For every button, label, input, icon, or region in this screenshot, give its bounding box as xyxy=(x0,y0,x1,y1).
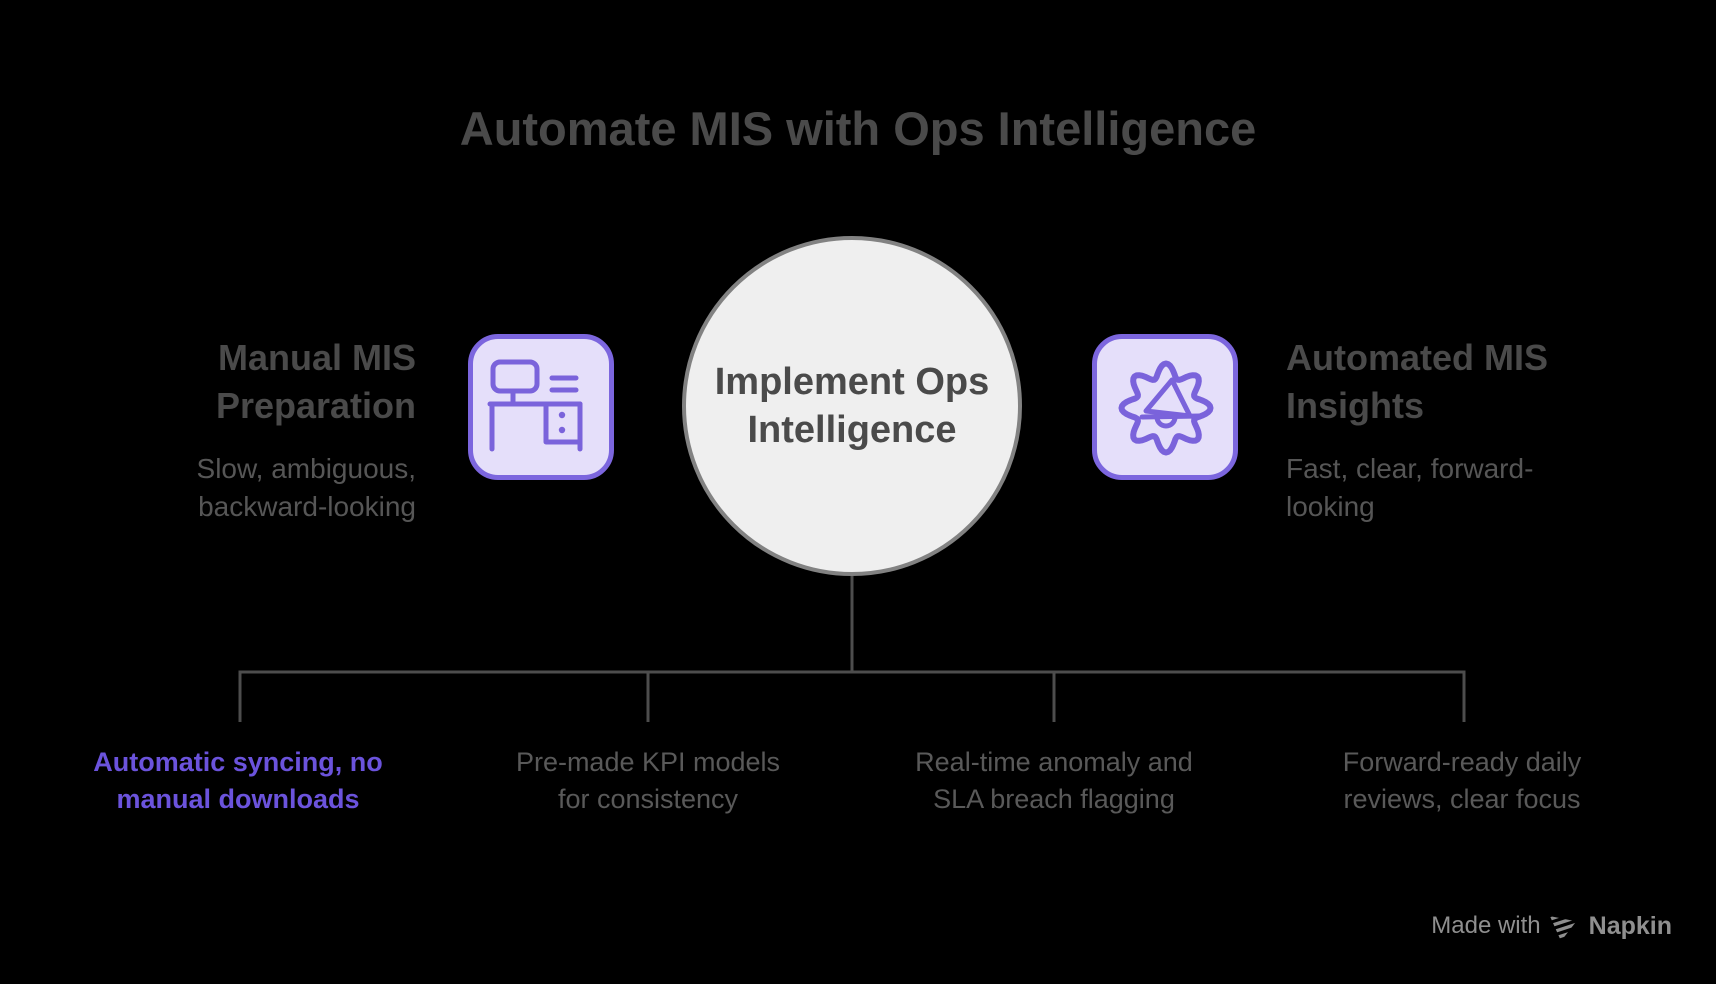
made-with-napkin: Made with Napkin xyxy=(1431,911,1672,941)
branch-line1: Real-time anomaly and xyxy=(915,747,1193,777)
napkin-brand-label: Napkin xyxy=(1588,912,1672,940)
napkin-logo-icon xyxy=(1549,911,1580,941)
left-subtext-line2: backward-looking xyxy=(198,491,416,522)
branch-line1: Pre-made KPI models xyxy=(515,747,781,777)
right-subtext: Fast, clear, forward- looking xyxy=(1286,450,1706,526)
branch-item-anomaly-flagging: Real-time anomaly and SLA breach flaggin… xyxy=(854,744,1254,818)
branch-line1: Forward-ready daily xyxy=(1342,747,1582,777)
manual-mis-icon-box xyxy=(468,334,614,480)
left-subtext: Slow, ambiguous, backward-looking xyxy=(0,450,416,526)
branch-line1: Automatic syncing, no xyxy=(93,747,383,777)
left-heading-line1: Manual MIS xyxy=(217,337,416,378)
left-heading: Manual MIS Preparation xyxy=(0,334,416,430)
center-node: Implement Ops Intelligence xyxy=(682,236,1022,576)
page-title: Automate MIS with Ops Intelligence xyxy=(459,102,1257,155)
branch-item-daily-reviews: Forward-ready daily reviews, clear focus xyxy=(1262,744,1662,818)
branch-line2: manual downloads xyxy=(116,784,360,814)
center-node-line1: Implement Ops xyxy=(714,361,990,403)
gear-megaphone-icon xyxy=(1118,360,1214,456)
left-heading-line2: Preparation xyxy=(215,385,416,426)
right-subtext-line1: Fast, clear, forward- xyxy=(1286,453,1534,484)
branch-item-automatic-syncing: Automatic syncing, no manual downloads xyxy=(38,744,438,818)
right-heading: Automated MIS Insights xyxy=(1286,334,1706,430)
branch-line2: SLA breach flagging xyxy=(933,784,1175,814)
right-heading-line1: Automated MIS xyxy=(1286,337,1549,378)
automated-mis-icon-box xyxy=(1092,334,1238,480)
desk-computer-icon xyxy=(487,359,583,452)
branch-line2: reviews, clear focus xyxy=(1343,784,1581,814)
branch-line2: for consistency xyxy=(557,784,739,814)
center-node-line2: Intelligence xyxy=(747,409,957,451)
made-with-label: Made with xyxy=(1431,912,1541,939)
branch-item-kpi-models: Pre-made KPI models for consistency xyxy=(448,744,848,818)
right-subtext-line2: looking xyxy=(1286,491,1375,522)
left-subtext-line1: Slow, ambiguous, xyxy=(196,453,416,484)
gear-outline xyxy=(1118,360,1214,456)
right-heading-line2: Insights xyxy=(1286,385,1425,426)
